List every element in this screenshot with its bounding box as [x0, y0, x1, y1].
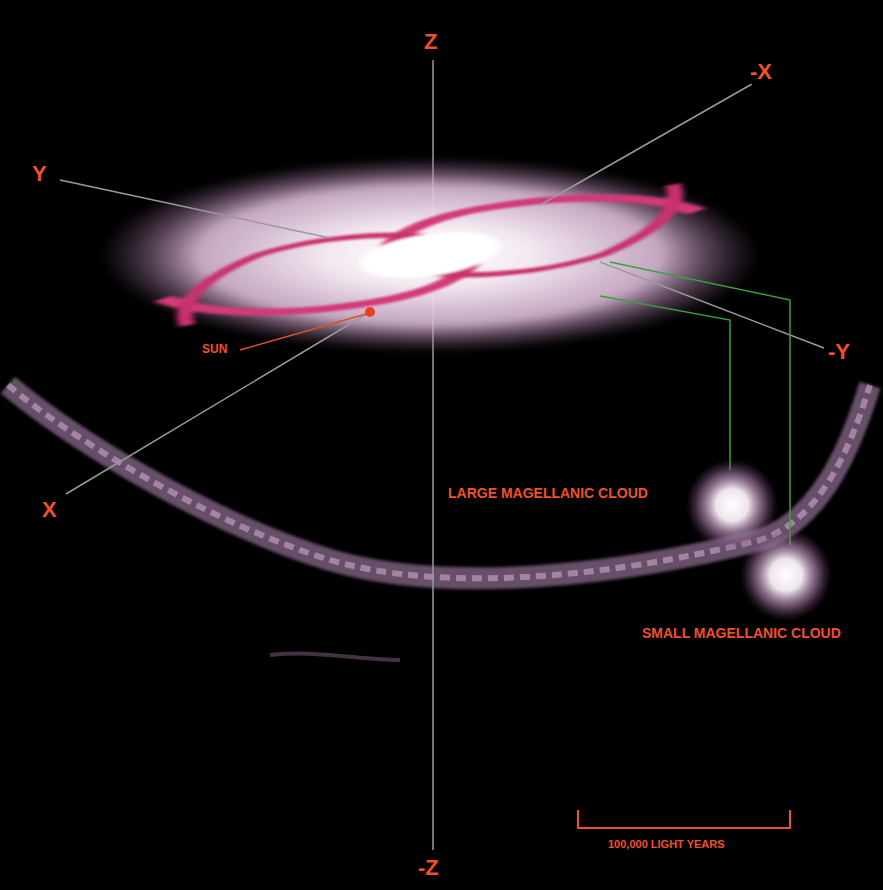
- scale-label: 100,000 LIGHT YEARS: [606, 838, 727, 850]
- sun-label: SUN: [200, 343, 229, 356]
- axis-label: Z: [422, 30, 439, 54]
- axis-label: X: [40, 498, 59, 522]
- axis-label: -Z: [416, 856, 441, 880]
- axis-label: Y: [30, 162, 49, 186]
- axis-label: -X: [748, 60, 774, 84]
- cloud-label: SMALL MAGELLANIC CLOUD: [640, 626, 843, 641]
- cloud-label: LARGE MAGELLANIC CLOUD: [446, 486, 650, 501]
- axis-label: -Y: [826, 340, 852, 364]
